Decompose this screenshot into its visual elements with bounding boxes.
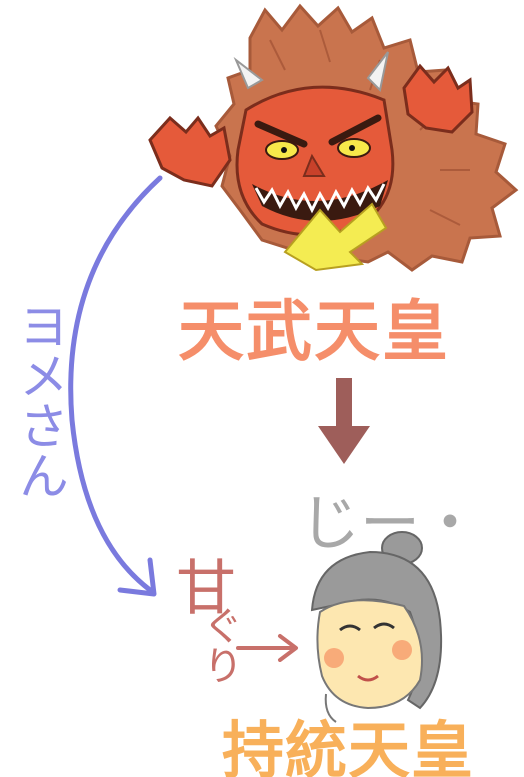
ama-label: 甘 [176, 554, 236, 624]
guri-label: ぐり [196, 605, 242, 685]
jito-name-label: 持統天皇 [222, 714, 475, 777]
yome-san-label: ヨメさん [11, 300, 69, 500]
arrow-right-icon [236, 634, 298, 662]
tenmu-name-label: 天武天皇 [178, 293, 450, 370]
arrow-down-icon [318, 378, 370, 464]
